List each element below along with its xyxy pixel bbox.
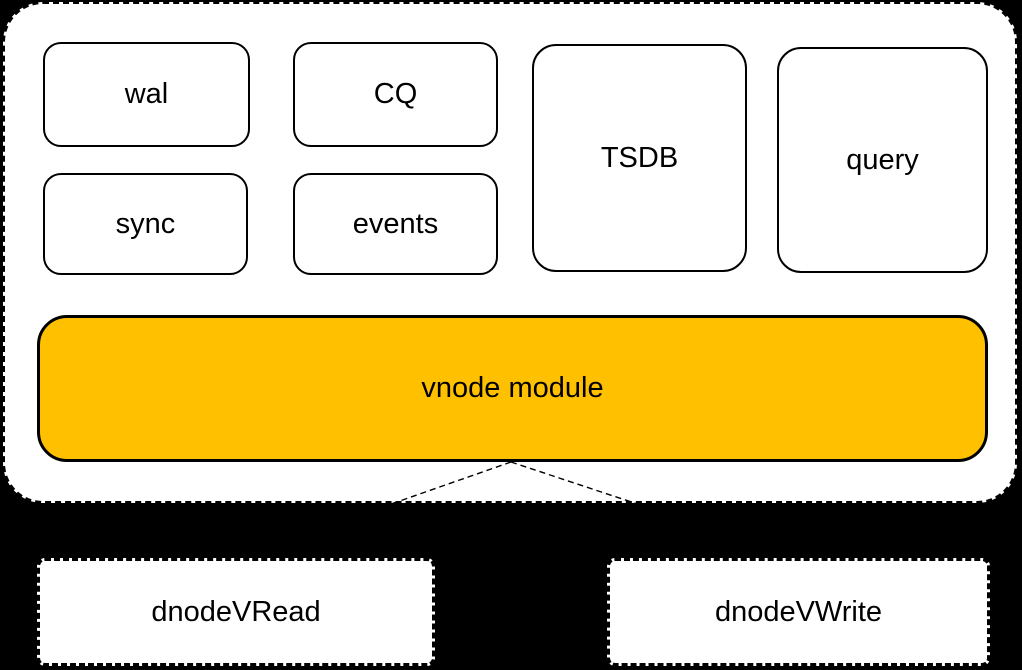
dnode-vread-label: dnodeVRead <box>151 595 321 628</box>
module-label-sync: sync <box>115 207 176 240</box>
module-box-cq: CQ <box>293 42 498 147</box>
module-label-cq: CQ <box>373 78 418 110</box>
dnode-vwrite-box: dnodeVWrite <box>607 558 990 666</box>
module-box-wal: wal <box>43 42 250 147</box>
module-box-sync: sync <box>43 173 248 275</box>
vnode-module-label: vnode module <box>421 372 604 404</box>
module-box-query: query <box>777 47 988 273</box>
module-label-query: query <box>846 143 919 176</box>
module-label-events: events <box>352 207 439 240</box>
dnode-vwrite-label: dnodeVWrite <box>714 595 883 628</box>
module-box-tsdb: TSDB <box>532 44 747 272</box>
vnode-module-box: vnode module <box>37 315 988 462</box>
dnode-vread-box: dnodeVRead <box>37 558 435 666</box>
module-label-tsdb: TSDB <box>600 141 679 174</box>
module-label-wal: wal <box>124 78 169 110</box>
module-box-events: events <box>293 173 498 275</box>
